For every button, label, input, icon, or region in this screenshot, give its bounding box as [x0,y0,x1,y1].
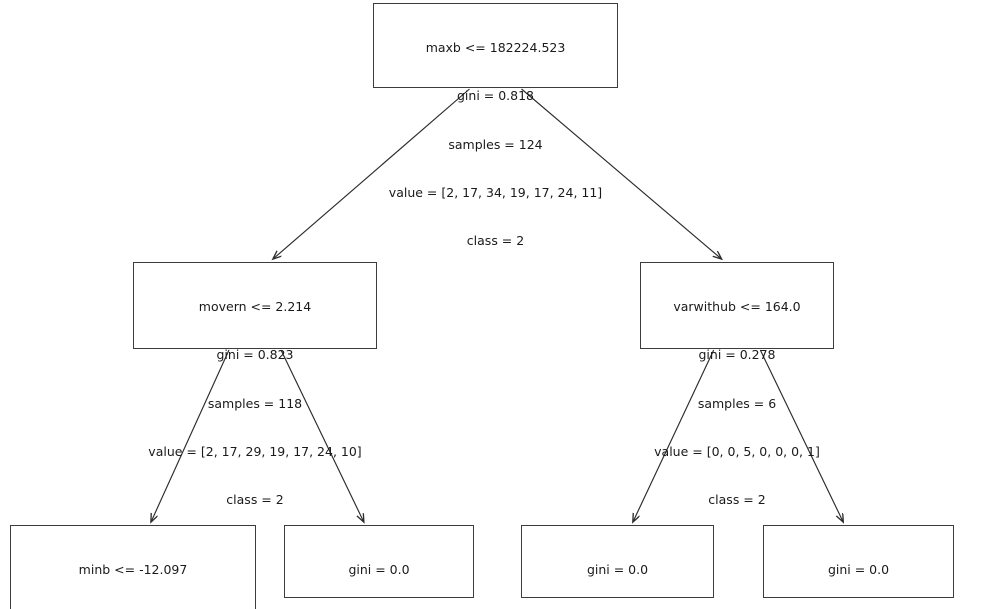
tree-leaf-class6[interactable]: gini = 0.0 samples = 1 value = [0, 0, 0,… [763,525,954,598]
tree-node-movern[interactable]: movern <= 2.214 gini = 0.823 samples = 1… [133,262,377,507]
node-condition: minb <= -12.097 [78,562,188,578]
node-gini: gini = 0.0 [827,562,890,578]
node-samples: samples = 118 [207,395,303,411]
node-gini: gini = 0.278 [698,347,776,363]
node-gini: gini = 0.823 [216,347,294,363]
node-gini: gini = 0.0 [348,562,410,578]
node-gini: gini = 0.818 [456,88,534,104]
node-value: value = [2, 17, 34, 19, 17, 24, 11] [388,185,603,201]
tree-node-varwithub[interactable]: varwithub <= 164.0 gini = 0.278 samples … [640,262,834,507]
node-samples: samples = 6 [697,395,777,411]
node-gini: gini = 0.0 [586,562,649,578]
node-class: class = 2 [466,233,525,249]
node-value: value = [0, 0, 5, 0, 0, 0, 1] [654,444,820,460]
node-class: class = 2 [226,492,284,508]
node-value: value = [2, 17, 29, 19, 17, 24, 10] [148,444,362,460]
node-condition: maxb <= 182224.523 [425,40,566,56]
node-condition: varwithub <= 164.0 [673,299,801,315]
node-class: class = 2 [708,492,766,508]
tree-node-minb[interactable]: minb <= -12.097 gini = 0.824 samples = 1… [10,525,256,609]
tree-leaf-class2[interactable]: gini = 0.0 samples = 5 value = [0, 0, 5,… [521,525,714,598]
tree-leaf-class5[interactable]: gini = 0.0 samples = 4 value = [0, 0, 0,… [284,525,474,598]
tree-node-root[interactable]: maxb <= 182224.523 gini = 0.818 samples … [373,3,618,248]
node-condition: movern <= 2.214 [198,299,312,315]
node-samples: samples = 124 [448,136,543,152]
